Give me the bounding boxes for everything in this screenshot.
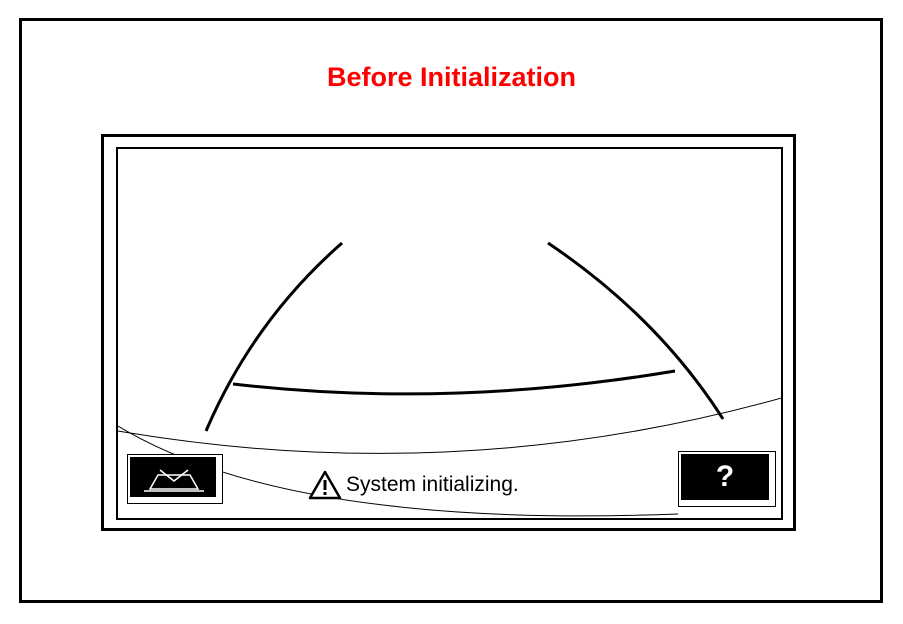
camera-view-icon xyxy=(144,469,204,492)
distance-guide-line xyxy=(232,369,676,396)
camera-display: System initializing. ? xyxy=(116,147,783,520)
help-button[interactable]: ? xyxy=(678,451,776,507)
right-guide-line xyxy=(547,241,725,420)
bumper-upper-line xyxy=(118,397,781,454)
help-button-label: ? xyxy=(681,454,769,500)
warning-triangle-icon xyxy=(308,470,342,500)
caption-title: Before Initialization xyxy=(326,62,577,92)
parking-guide-lines xyxy=(118,241,781,517)
camera-view-button[interactable] xyxy=(127,454,223,504)
status-message: System initializing. xyxy=(308,467,519,503)
bumper-lower-line xyxy=(118,425,679,517)
left-guide-line xyxy=(204,241,343,432)
status-text: System initializing. xyxy=(346,473,519,496)
